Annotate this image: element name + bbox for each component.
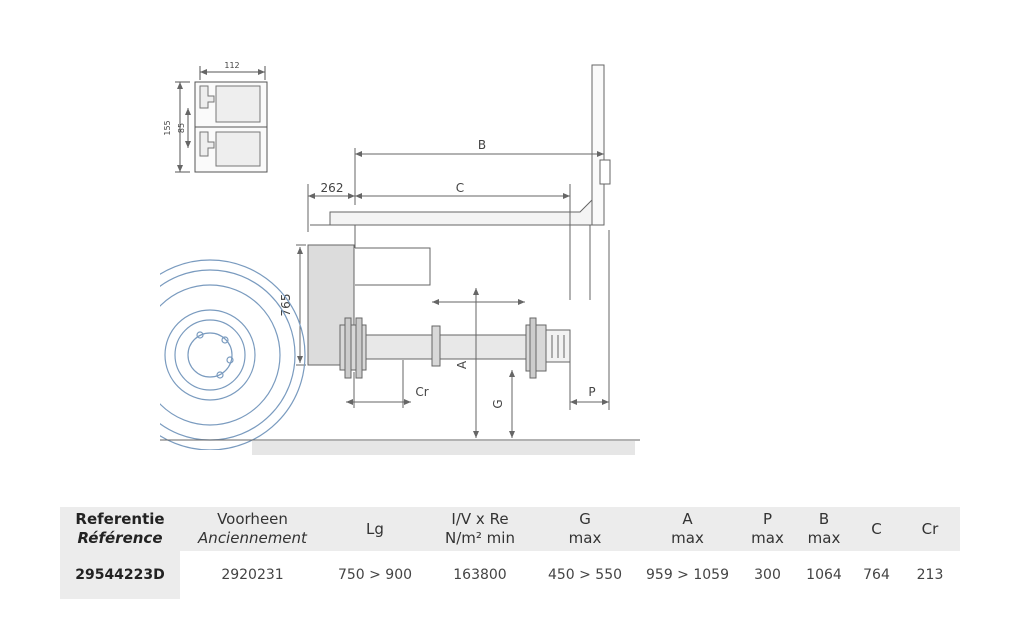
fork-structure: [310, 64, 611, 300]
cell-a-max: 959 > 1059: [646, 567, 729, 583]
wheel: [160, 259, 306, 450]
header-c: C: [853, 507, 900, 551]
table-row: 29544223D 2920231 750 > 900 163800 450 >…: [60, 551, 960, 599]
dim-cr-label: Cr: [415, 385, 428, 399]
cell-c: 764: [863, 567, 890, 583]
dim-p-label: P: [588, 385, 595, 399]
header-lg: Lg: [325, 507, 425, 551]
cell-previous: 2920231: [221, 567, 284, 583]
ground-line: [160, 439, 640, 455]
shaft-assembly: [339, 317, 571, 379]
profile-height-label: 155: [163, 120, 172, 135]
cell-reference: 29544223D: [60, 551, 180, 599]
dim-b-label: B: [478, 138, 486, 152]
dim-c-label: C: [456, 181, 464, 195]
cell-cr: 213: [916, 567, 944, 583]
cell-b-max: 1064: [806, 567, 842, 583]
cell-lg: 750 > 900: [337, 567, 413, 583]
profile-inner-label: 85: [177, 123, 186, 133]
cell-p-max: 300: [754, 567, 781, 583]
technical-drawing: 112 155 85 B 262 C: [160, 61, 640, 455]
profile-section: 112 155 85: [163, 61, 268, 173]
cell-g-max: 450 > 550: [547, 567, 623, 583]
dim-a-label: A: [455, 360, 469, 369]
profile-width-label: 112: [224, 61, 239, 70]
header-cr: Cr: [900, 507, 960, 551]
dim-262-label: 262: [321, 181, 344, 195]
dim-g-label: G: [491, 399, 505, 408]
cell-iv-re: 163800: [453, 567, 507, 583]
